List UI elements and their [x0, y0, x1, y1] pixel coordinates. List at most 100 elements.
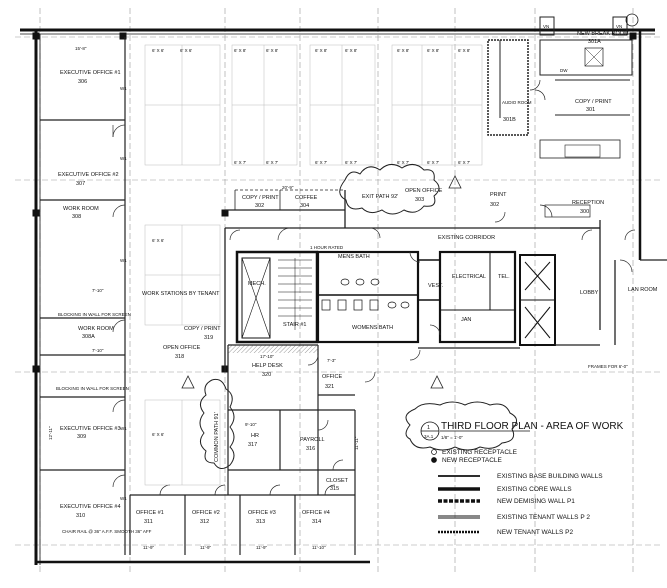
- room-lobby: LOBBY: [580, 290, 599, 296]
- note-frame: FRAMES FOR 6'-0": [588, 364, 628, 369]
- label-vn2: VN: [616, 24, 622, 29]
- room-exec1-num: 306: [78, 79, 87, 85]
- cube-top-7: 6' X 8': [397, 48, 409, 53]
- note-w1e: W1: [120, 496, 127, 501]
- door-swings-left: [112, 124, 126, 488]
- dim-13: 12'-11": [48, 426, 53, 440]
- cube-top-1: 6' X 6': [152, 48, 164, 53]
- grid-bubbles: [625, 13, 639, 27]
- room-off3-num: 313: [256, 519, 265, 525]
- note-hourrated: 1 HOUR RATED: [310, 245, 344, 250]
- room-office321-num: 321: [325, 384, 334, 390]
- room-off4-num: 314: [312, 519, 321, 525]
- room-openoff-name: OPEN OFFICE: [163, 345, 201, 351]
- room-off2-name: OFFICE #2: [192, 510, 220, 516]
- room-copy1-num: 302: [255, 203, 264, 209]
- dim-8: 11'-9": [200, 545, 212, 550]
- room-work2-name: WORK ROOM: [78, 326, 114, 332]
- title-sheet-ref: 3A.1: [424, 434, 434, 439]
- cube-bot-3: 6' X 7': [315, 160, 327, 165]
- room-tel: TEL.: [498, 274, 510, 280]
- cube-top-5: 6' X 8': [315, 48, 327, 53]
- room-hr-num: 317: [248, 442, 257, 448]
- note-blocking1: BLOCKING IN WALL FOR SCREEN: [58, 312, 131, 317]
- room-off3-name: OFFICE #3: [248, 510, 276, 516]
- room-off4-name: OFFICE #4: [302, 510, 330, 516]
- room-breakroom-num: 301A: [588, 39, 601, 45]
- cube-top-4: 6' X 8': [266, 48, 278, 53]
- dim-5: 17'-10": [260, 354, 274, 359]
- legend-item-1: EXISTING BASE BUILDING WALLS: [497, 473, 603, 480]
- room-reception-name: RECEPTION: [572, 200, 604, 206]
- dim-4: 7'-10": [92, 348, 104, 353]
- revision-triangles: [181, 175, 462, 389]
- dim-1: 15'-8": [75, 46, 87, 51]
- label-commonpath: COMMON PATH 91': [214, 412, 220, 462]
- title-main: THIRD FLOOR PLAN - AREA OF WORK: [441, 421, 624, 432]
- room-lanroom: LAN ROOM: [628, 287, 658, 293]
- building-core: [235, 250, 556, 346]
- room-copy1-name: COPY / PRINT: [242, 195, 279, 201]
- dim-9: 11'-9": [256, 545, 268, 550]
- room-labels: EXECUTIVE OFFICE #1 306 EXECUTIVE OFFICE…: [58, 24, 658, 525]
- note-w1d: W1: [120, 426, 127, 431]
- door-swings-mid: [229, 211, 636, 471]
- room-openoff2-num: 303: [415, 197, 424, 203]
- dim-12: 11'-11": [354, 436, 359, 450]
- room-openoff-num: 318: [175, 354, 184, 360]
- legend-item-3: NEW DEMISING WALL P1: [497, 498, 575, 505]
- room-helpdesk-name: HELP DESK: [252, 363, 283, 369]
- legend-item-4: EXISTING TENANT WALLS P 2: [497, 514, 590, 521]
- room-womensbath: WOMENS BATH: [352, 325, 393, 331]
- cube-top-9: 6' X 8': [458, 48, 470, 53]
- label-exitpath: EXIT PATH 92': [362, 194, 398, 200]
- room-openoff2-name: OPEN OFFICE: [405, 188, 443, 194]
- dim-11: 7'-3": [327, 358, 336, 363]
- legend-item-5: NEW TENANT WALLS P2: [497, 529, 573, 536]
- room-office321-name: OFFICE: [322, 374, 342, 380]
- dim-6: 9'-10": [245, 422, 257, 427]
- note-w1b: W1: [120, 156, 127, 161]
- room-stair: STAIR #1: [283, 322, 306, 328]
- room-print-name: PRINT: [490, 192, 507, 198]
- room-work2-num: 308A: [82, 334, 95, 340]
- title-sheet-num: 1: [427, 425, 430, 431]
- room-exec3-num: 309: [77, 434, 86, 440]
- legend-item-2: EXISTING CORE WALLS: [497, 486, 572, 493]
- cubicle-labels: 6' X 6' 6' X 6' 6' X 8' 6' X 8' 6' X 8' …: [152, 48, 470, 437]
- note-w1a: W1: [120, 86, 127, 91]
- room-copy2-num: 319: [204, 335, 213, 341]
- cube-bot-1: 6' X 7': [234, 160, 246, 165]
- cube-mid-1: 6' X 6': [152, 238, 164, 243]
- cube-top-2: 6' X 6': [180, 48, 192, 53]
- cube-bot-4: 6' X 7': [345, 160, 357, 165]
- room-copy3-name: COPY / PRINT: [575, 99, 612, 105]
- legend-new-receptacle: NEW RECEPTACLE: [442, 457, 502, 464]
- note-blocking2: BLOCKING IN WALL FOR SCREEN: [56, 386, 129, 391]
- room-closet-num: 315: [330, 486, 339, 492]
- cube-top-6: 6' X 8': [345, 48, 357, 53]
- hr-payroll-block: [227, 344, 355, 495]
- break-room: [487, 16, 633, 218]
- dim-3: 7'-10": [92, 288, 104, 293]
- room-exec2-num: 307: [76, 181, 85, 187]
- note-chair: CHAIR RAIL @ 36" A.F.F. SMOOTH 36" AFF: [62, 529, 152, 534]
- cube-bot-5: 6' X 7': [397, 160, 409, 165]
- room-audio-num: 301B: [503, 117, 516, 123]
- room-coffee-name: COFFEE: [295, 195, 318, 201]
- room-coffee-num: 304: [300, 203, 309, 209]
- title-scale: 1/8" = 1'-0": [441, 435, 463, 440]
- title-block: 1 3A.1 THIRD FLOOR PLAN - AREA OF WORK 1…: [424, 421, 624, 536]
- room-exec4-num: 310: [76, 513, 85, 519]
- cube-top-3: 6' X 8': [234, 48, 246, 53]
- room-hr-name: HR: [251, 433, 259, 439]
- room-work1-name: WORK ROOM: [63, 206, 99, 212]
- room-copy3-num: 301: [586, 107, 595, 113]
- revision-clouds: [199, 164, 517, 469]
- room-reception-num: 300: [580, 209, 589, 215]
- room-work1-num: 308: [72, 214, 81, 220]
- room-breakroom-name: NEW BREAK ROOM: [577, 31, 629, 37]
- room-payroll-num: 316: [306, 446, 315, 452]
- room-mech: MECH.: [248, 281, 266, 287]
- label-workstations: WORK STATIONS BY TENANT: [142, 291, 220, 297]
